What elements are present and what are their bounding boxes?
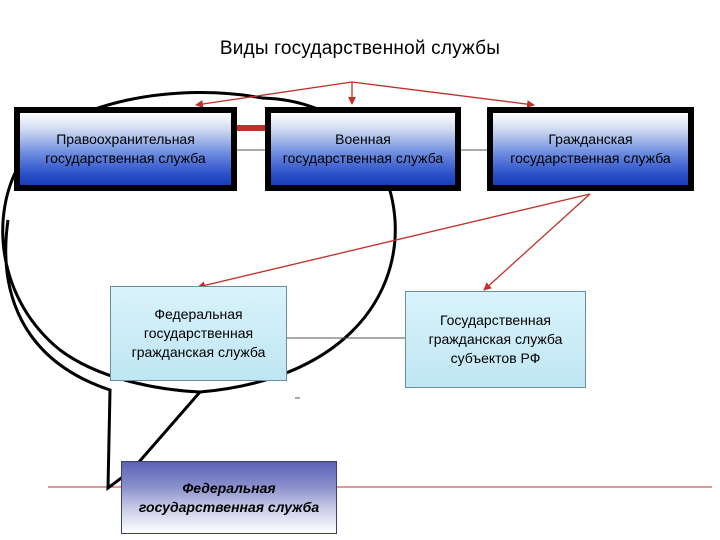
node-civil: Гражданская государственная служба <box>487 107 694 191</box>
arrow-to-federal-civil <box>197 193 591 290</box>
node-regional-civil: Государственная гражданская служба субъе… <box>405 291 586 388</box>
node-federal-service: Федеральная государственная служба <box>121 461 337 534</box>
arrow-to-civil <box>351 81 535 109</box>
node-label: Военная государственная служба <box>282 131 444 166</box>
node-law-enforcement: Правоохранительная государственная служб… <box>14 107 237 191</box>
node-label: Государственная гражданская служба субъе… <box>428 312 563 366</box>
node-label: Федеральная государственная гражданская … <box>131 306 266 360</box>
node-federal-civil: Федеральная государственная гражданская … <box>110 286 287 381</box>
node-label: Правоохранительная государственная служб… <box>45 131 206 166</box>
node-military: Военная государственная служба <box>265 107 461 191</box>
arrow-to-regional-civil <box>483 193 591 291</box>
node-label: Гражданская государственная служба <box>510 131 671 166</box>
arrow-to-law-enforcement <box>195 81 353 108</box>
diagram-title: Виды государственной службы <box>219 38 501 59</box>
node-label: Федеральная государственная служба <box>138 479 320 515</box>
